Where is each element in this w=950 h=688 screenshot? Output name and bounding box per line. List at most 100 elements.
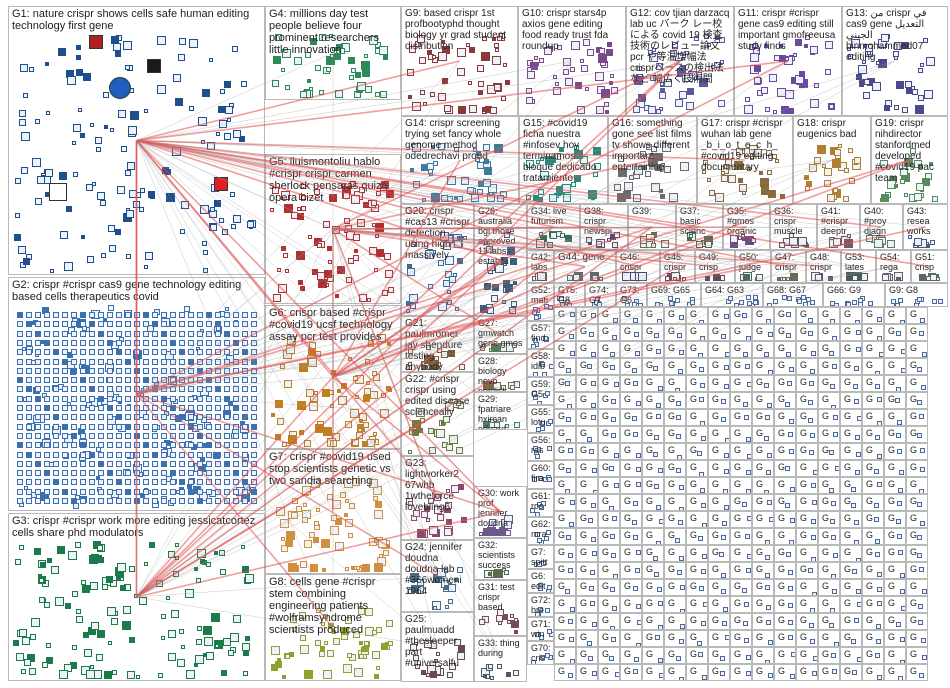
network-node[interactable]	[329, 33, 334, 38]
network-node[interactable]	[20, 167, 28, 175]
tiny-group-panel[interactable]: G	[664, 460, 686, 477]
network-node[interactable]	[156, 36, 166, 46]
tiny-group-panel[interactable]: G	[862, 494, 884, 511]
tiny-group-panel[interactable]: G	[818, 409, 840, 426]
grid-node[interactable]	[62, 432, 68, 439]
grid-node[interactable]	[107, 488, 113, 495]
network-node[interactable]	[609, 74, 614, 78]
grid-node[interactable]	[179, 498, 185, 504]
tiny-group-panel[interactable]: G	[708, 545, 730, 562]
grid-node[interactable]	[80, 395, 86, 402]
network-node[interactable]	[742, 313, 748, 319]
tiny-group-panel[interactable]: G	[664, 613, 686, 630]
network-node[interactable]	[654, 333, 660, 339]
grid-node[interactable]	[44, 367, 50, 374]
network-node[interactable]	[292, 498, 299, 505]
grid-node[interactable]	[71, 312, 77, 318]
grid-node[interactable]	[62, 330, 68, 337]
tiny-group-panel[interactable]: G	[796, 630, 818, 647]
network-node[interactable]	[95, 475, 100, 480]
grid-node[interactable]	[116, 451, 122, 458]
grid-node[interactable]	[89, 442, 95, 449]
network-node[interactable]	[809, 369, 815, 374]
network-node[interactable]	[538, 197, 544, 202]
grid-node[interactable]	[224, 498, 230, 504]
grid-node[interactable]	[215, 367, 221, 374]
network-node[interactable]	[808, 330, 814, 336]
network-node[interactable]	[407, 264, 413, 270]
network-node[interactable]	[614, 482, 619, 488]
grid-node[interactable]	[170, 479, 176, 486]
network-node[interactable]	[922, 37, 928, 43]
grid-node[interactable]	[188, 312, 194, 318]
tiny-group-panel[interactable]: G	[598, 511, 620, 528]
grid-node[interactable]	[125, 442, 131, 449]
grid-node[interactable]	[17, 377, 23, 384]
network-node[interactable]	[764, 539, 770, 544]
network-node[interactable]	[854, 519, 860, 525]
network-node[interactable]	[852, 300, 858, 306]
tiny-group-panel[interactable]: G	[862, 511, 884, 528]
network-node[interactable]	[432, 54, 437, 59]
grid-node[interactable]	[89, 312, 95, 318]
tiny-group-panel[interactable]: G	[620, 579, 642, 596]
tiny-group-panel[interactable]: G	[620, 443, 642, 460]
grid-node[interactable]	[26, 414, 32, 421]
grid-node[interactable]	[251, 414, 257, 421]
network-node[interactable]	[219, 568, 226, 575]
grid-node[interactable]	[125, 358, 131, 365]
grid-node[interactable]	[143, 405, 149, 411]
grid-node[interactable]	[152, 432, 158, 439]
network-node[interactable]	[525, 96, 533, 104]
grid-node[interactable]	[215, 358, 221, 365]
network-node[interactable]	[243, 649, 250, 656]
grid-node[interactable]	[143, 349, 149, 356]
network-node[interactable]	[765, 318, 771, 323]
small-group-panel[interactable]: G52: mati	[527, 283, 554, 321]
grid-node[interactable]	[206, 470, 212, 477]
tiny-group-panel[interactable]: G	[730, 443, 752, 460]
network-node[interactable]	[66, 76, 76, 86]
tiny-group-panel[interactable]: G	[906, 477, 928, 494]
network-node[interactable]	[673, 277, 678, 281]
network-node[interactable]	[430, 670, 438, 678]
network-node[interactable]	[753, 300, 759, 306]
network-node[interactable]	[636, 604, 641, 610]
grid-node[interactable]	[116, 358, 122, 365]
grid-node[interactable]	[206, 377, 212, 384]
network-node[interactable]	[339, 491, 346, 498]
tiny-group-panel[interactable]: G	[708, 647, 730, 664]
tiny-group-panel[interactable]: G	[774, 630, 796, 647]
grid-node[interactable]	[125, 470, 131, 477]
network-node[interactable]	[214, 551, 219, 556]
network-node[interactable]	[877, 317, 883, 323]
network-node[interactable]	[206, 562, 212, 568]
network-node[interactable]	[307, 347, 316, 356]
network-node[interactable]	[917, 95, 924, 102]
grid-node[interactable]	[35, 395, 41, 402]
tiny-group-panel[interactable]: G	[906, 409, 928, 426]
network-node[interactable]	[876, 638, 881, 644]
network-node[interactable]	[487, 664, 493, 670]
network-node[interactable]	[809, 99, 819, 109]
grid-node[interactable]	[170, 423, 176, 430]
group-panel-g4[interactable]: G4: millions day test people believe fou…	[265, 6, 401, 100]
network-node[interactable]	[353, 667, 363, 677]
small-group-panel[interactable]: G61: ros	[527, 489, 554, 517]
group-panel-g35[interactable]: G35: #gmos organic	[723, 204, 770, 250]
network-node[interactable]	[442, 77, 449, 84]
grid-node[interactable]	[89, 451, 95, 458]
tiny-group-panel[interactable]: G	[708, 477, 730, 494]
network-node[interactable]	[920, 63, 925, 68]
network-node[interactable]	[750, 237, 756, 243]
grid-node[interactable]	[215, 432, 221, 439]
network-node[interactable]	[699, 397, 705, 403]
grid-node[interactable]	[80, 358, 86, 365]
network-node[interactable]	[589, 449, 595, 455]
network-node[interactable]	[428, 283, 433, 289]
tiny-group-panel[interactable]: G	[818, 375, 840, 392]
network-node[interactable]	[534, 314, 540, 320]
grid-node[interactable]	[80, 312, 86, 318]
network-node[interactable]	[105, 575, 113, 583]
network-node[interactable]	[284, 269, 289, 274]
